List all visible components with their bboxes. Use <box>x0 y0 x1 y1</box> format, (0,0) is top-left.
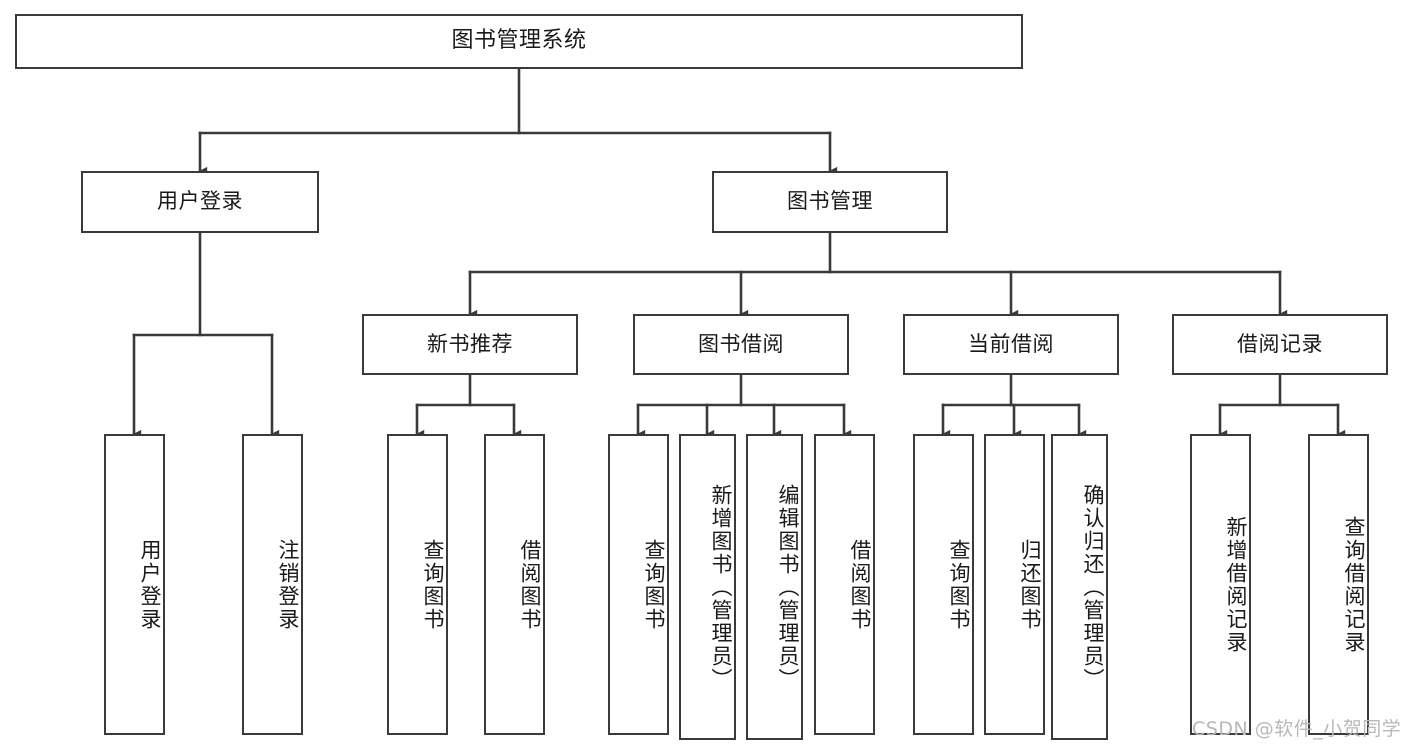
node-label: 用户登录 <box>138 538 162 631</box>
node-level3-2-当前借阅: 当前借阅 <box>903 314 1119 375</box>
node-leaf-7-借阅图书: 借阅图书 <box>814 434 875 735</box>
node-leaf-4-查询图书: 查询图书 <box>608 434 669 735</box>
node-label: 借阅图书 <box>518 538 542 631</box>
node-label: 编辑图书（管理员） <box>776 483 800 691</box>
node-label: 借阅图书 <box>848 538 872 631</box>
node-label: 新书推荐 <box>427 331 513 356</box>
node-level2-1-图书管理: 图书管理 <box>712 171 948 233</box>
node-leaf-9-归还图书: 归还图书 <box>984 434 1045 735</box>
node-leaf-1-注销登录: 注销登录 <box>242 434 303 735</box>
node-label: 查询借阅记录 <box>1342 515 1366 654</box>
node-root-图书管理系统: 图书管理系统 <box>15 14 1023 69</box>
node-leaf-5-新增图书管理员: 新增图书（管理员） <box>679 434 736 740</box>
node-label: 图书管理 <box>787 189 873 214</box>
node-label: 图书借阅 <box>698 331 784 356</box>
node-leaf-0-用户登录: 用户登录 <box>104 434 165 735</box>
node-label: 新增图书（管理员） <box>709 483 733 691</box>
node-leaf-12-查询借阅记录: 查询借阅记录 <box>1308 434 1369 735</box>
node-label: 借阅记录 <box>1237 331 1323 356</box>
node-label: 确认归还（管理员） <box>1081 483 1105 691</box>
node-label: 用户登录 <box>157 189 243 214</box>
node-level2-0-用户登录: 用户登录 <box>81 171 319 233</box>
node-leaf-3-借阅图书: 借阅图书 <box>484 434 545 735</box>
node-leaf-2-查询图书: 查询图书 <box>387 434 448 735</box>
node-label: 新增借阅记录 <box>1224 515 1248 654</box>
node-label: 当前借阅 <box>968 331 1054 356</box>
node-level3-1-图书借阅: 图书借阅 <box>633 314 849 375</box>
node-label: 归还图书 <box>1018 538 1042 631</box>
node-label: 查询图书 <box>642 538 666 631</box>
node-leaf-6-编辑图书管理员: 编辑图书（管理员） <box>746 434 803 740</box>
node-label: 图书管理系统 <box>451 28 587 54</box>
node-label: 查询图书 <box>947 538 971 631</box>
node-leaf-8-查询图书: 查询图书 <box>913 434 974 735</box>
node-leaf-10-确认归还管理员: 确认归还（管理员） <box>1051 434 1108 740</box>
node-level3-0-新书推荐: 新书推荐 <box>362 314 578 375</box>
node-label: 注销登录 <box>276 538 300 631</box>
node-level3-3-借阅记录: 借阅记录 <box>1172 314 1388 375</box>
node-label: 查询图书 <box>421 538 445 631</box>
node-leaf-11-新增借阅记录: 新增借阅记录 <box>1190 434 1251 735</box>
